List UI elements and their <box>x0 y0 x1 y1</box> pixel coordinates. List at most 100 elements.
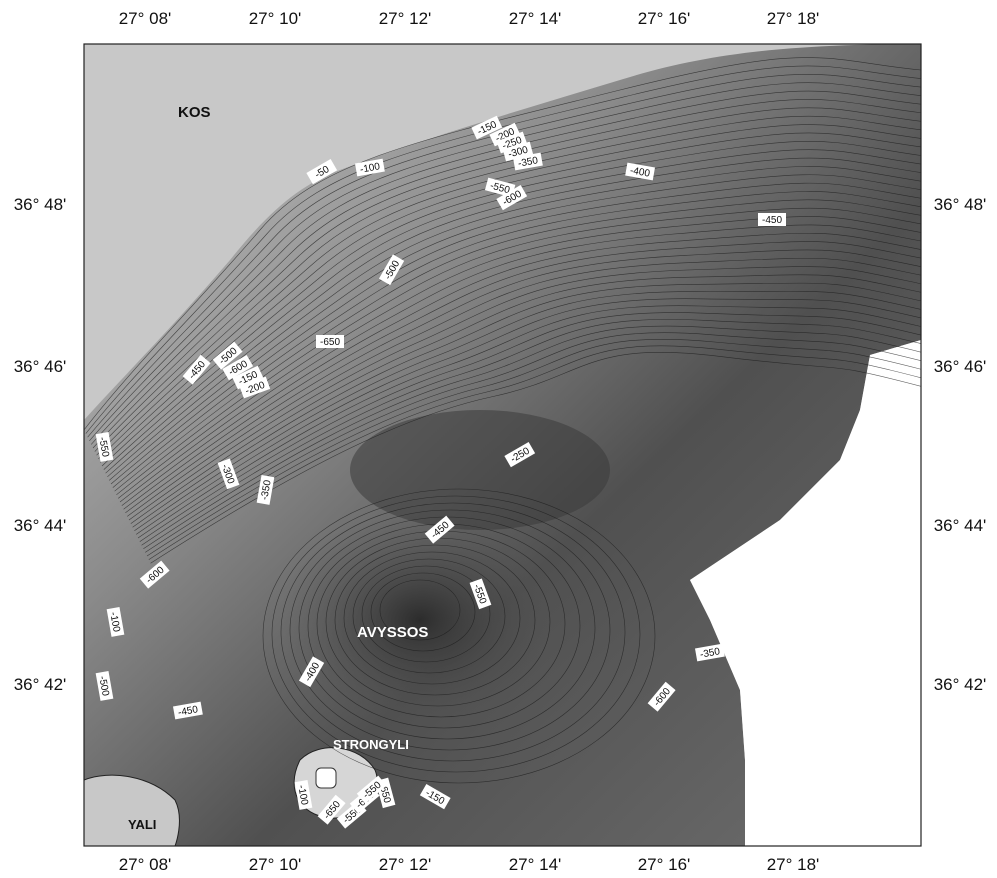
depth-label-bg <box>294 779 313 810</box>
lon-tick-top: 27° 14' <box>509 9 562 28</box>
depth-label: -100 <box>106 606 125 637</box>
avyssos-basin <box>280 510 560 730</box>
lat-tick-left: 36° 42' <box>14 675 67 694</box>
depth-label-text: -350 <box>259 479 273 501</box>
lon-tick-top: 27° 18' <box>767 9 820 28</box>
depth-label-text: -550 <box>489 181 512 197</box>
depth-label-bg <box>378 254 405 286</box>
lon-tick-bottom: 27° 08' <box>119 855 172 874</box>
depth-label-bg <box>139 560 170 589</box>
contour-line <box>84 57 921 431</box>
contour-line <box>271 495 641 773</box>
contour-line <box>262 488 656 784</box>
contour-line <box>121 232 921 506</box>
depth-label-text: -550 <box>96 436 110 458</box>
depth-label-bg <box>758 213 786 226</box>
depth-label: -100 <box>354 158 385 177</box>
lon-tick-bottom: 27° 10' <box>249 855 302 874</box>
contour-line <box>130 274 921 524</box>
lat-tick-right: 36° 44' <box>934 516 987 535</box>
contour-line <box>141 319 921 546</box>
place-label-avyssos: AVYSSOS <box>357 624 428 641</box>
lon-tick-bottom: 27° 16' <box>638 855 691 874</box>
contour-line <box>134 291 921 532</box>
depth-label-bg <box>504 441 536 468</box>
contour-line <box>146 339 921 557</box>
contour-line <box>352 558 506 674</box>
depth-label: -350 <box>512 152 543 171</box>
depth-label: -550 <box>95 431 114 462</box>
contour-line <box>99 132 921 463</box>
contour-line <box>98 124 921 460</box>
depth-label-text: -450 <box>762 215 782 226</box>
depth-label: -100 <box>294 779 313 810</box>
deep-central-basin <box>350 410 610 530</box>
depth-label: -350 <box>256 474 275 505</box>
depth-label-bg <box>469 578 492 610</box>
contour-line <box>85 65 921 434</box>
depth-label-text: -100 <box>295 784 309 806</box>
contour-line <box>94 107 921 452</box>
contour-line <box>87 73 921 438</box>
contour-line <box>150 351 921 564</box>
depth-label-text: -100 <box>359 161 381 175</box>
contour-line <box>136 298 921 535</box>
depth-label-bg <box>172 701 203 720</box>
contour-line <box>119 224 921 503</box>
contour-line <box>132 282 921 528</box>
depth-label: -500 <box>95 670 114 701</box>
depth-label-bg <box>106 606 125 637</box>
depth-label-bg <box>256 474 275 505</box>
depth-label-text: -350 <box>699 646 721 660</box>
depth-label-bg <box>317 794 346 825</box>
depth-label-bg <box>694 643 725 662</box>
contour-line <box>139 312 921 542</box>
depth-label-bg <box>306 158 338 185</box>
depth-label: -450 <box>172 701 203 720</box>
depth-label-bg <box>496 184 528 211</box>
contour-line <box>361 565 491 663</box>
depth-label-bg <box>647 681 676 712</box>
lon-tick-bottom: 27° 12' <box>379 855 432 874</box>
contour-line <box>89 82 921 441</box>
lat-ticks-left: 36° 48' 36° 46' 36° 44' 36° 42' <box>14 195 67 694</box>
contour-line <box>128 266 921 521</box>
depth-label-text: -350 <box>517 155 539 169</box>
lon-tick-bottom: 27° 18' <box>767 855 820 874</box>
contour-line <box>137 305 921 539</box>
contour-line <box>143 325 921 550</box>
depth-label-bg <box>424 515 455 544</box>
place-label-strongyli: STRONGYLI <box>333 737 409 752</box>
depth-label-bg <box>512 152 543 171</box>
lat-tick-left: 36° 46' <box>14 357 67 376</box>
contour-line <box>148 345 921 560</box>
contour-line <box>96 115 921 456</box>
depth-label-bg <box>217 458 240 490</box>
depth-label-bg <box>356 775 387 804</box>
yali-island <box>84 774 180 846</box>
contour-line <box>145 332 921 553</box>
depth-label-bg <box>502 141 534 162</box>
lon-tick-top: 27° 10' <box>249 9 302 28</box>
lon-tick-bottom: 27° 14' <box>509 855 562 874</box>
contour-line <box>343 551 521 685</box>
contour-line <box>370 572 476 652</box>
lat-tick-right: 36° 46' <box>934 357 987 376</box>
contour-line <box>127 257 921 517</box>
lon-tick-top: 27° 16' <box>638 9 691 28</box>
depth-label: -400 <box>625 162 656 181</box>
depth-label: -450 <box>758 213 786 226</box>
map-frame <box>83 43 922 847</box>
depth-label-bg <box>489 122 521 147</box>
contour-line <box>125 249 921 514</box>
lat-tick-left: 36° 48' <box>14 195 67 214</box>
place-label-kos: KOS <box>178 104 211 121</box>
depth-label-bg <box>298 656 325 688</box>
contour-line <box>123 241 921 510</box>
depth-label-bg <box>212 341 243 370</box>
no-data-area <box>690 340 921 846</box>
lat-ticks-right: 36° 48' 36° 46' 36° 44' 36° 42' <box>934 195 987 694</box>
contour-line <box>379 579 461 641</box>
depth-label-bg <box>95 670 114 701</box>
